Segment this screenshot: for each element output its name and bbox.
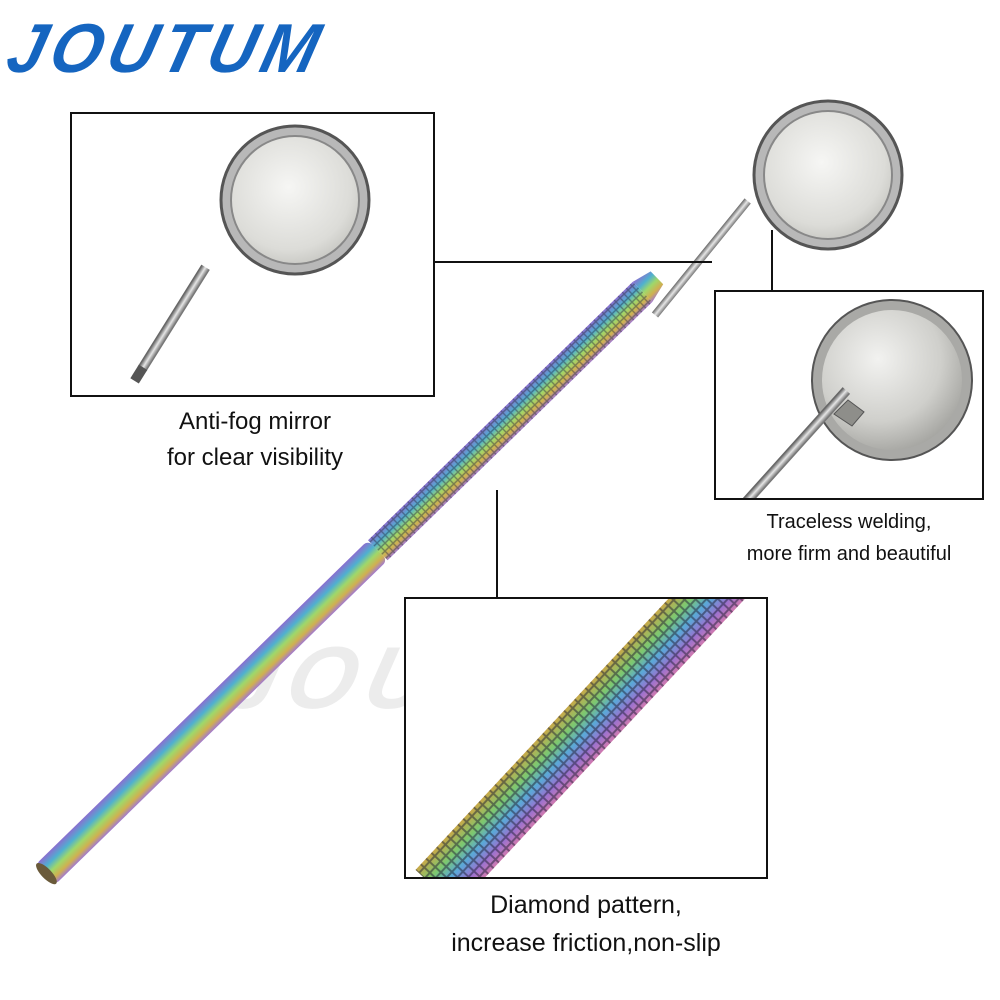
pattern-closeup-panel [404, 597, 768, 879]
welding-closeup-panel [714, 290, 984, 500]
pattern-caption: Diamond pattern, increase friction,non-s… [451, 891, 721, 957]
main-mirror-head [752, 99, 904, 251]
leader-lines [434, 230, 773, 597]
welding-caption: Traceless welding, more firm and beautif… [746, 511, 952, 565]
pattern-closeup-image [415, 599, 766, 877]
mirror-closeup-image [130, 124, 371, 384]
mirror-caption: Anti-fog mirror for clear visibility [166, 408, 344, 471]
mirror-closeup-panel [70, 112, 435, 397]
welding-closeup-image [742, 299, 973, 498]
